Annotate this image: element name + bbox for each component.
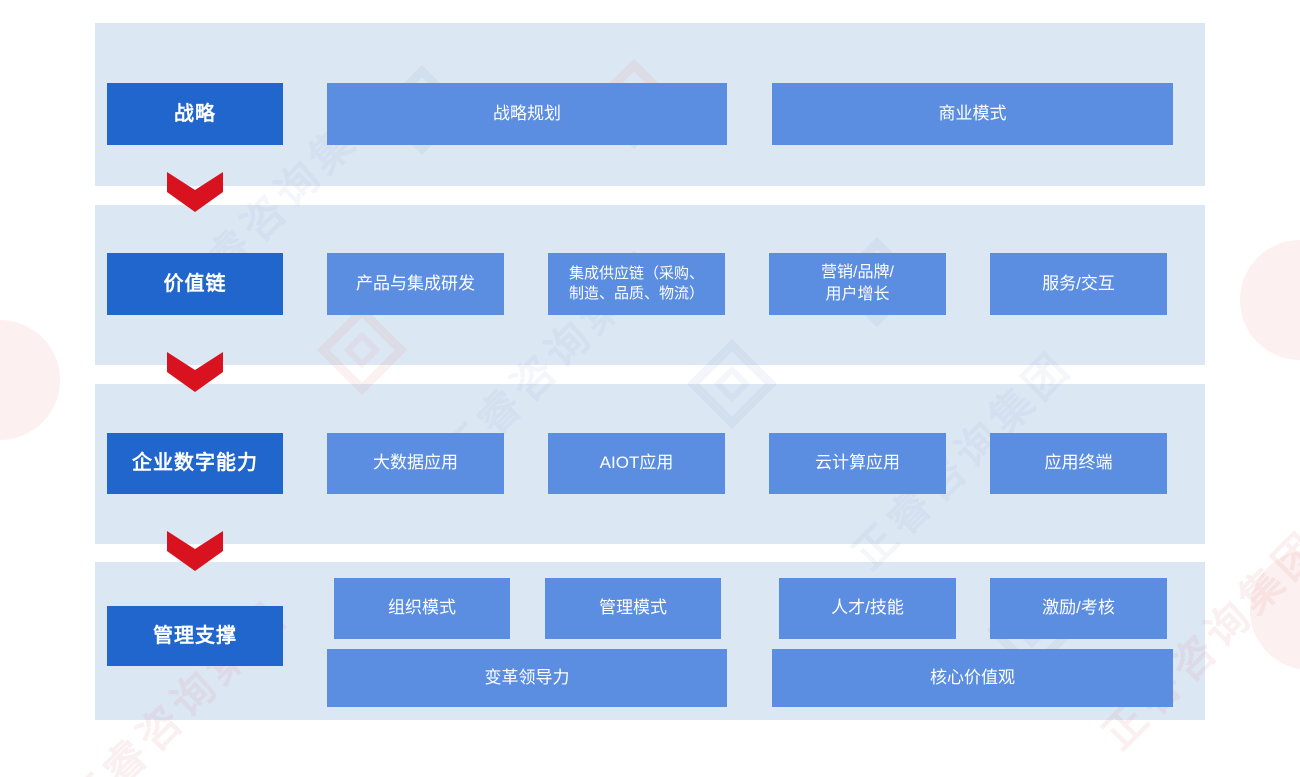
item-core-values: 核心价值观 (772, 649, 1173, 707)
watermark-blob (1240, 240, 1300, 360)
item-application-terminal: 应用终端 (990, 433, 1167, 494)
row-label-strategy: 战略 (107, 83, 283, 145)
item-talent-skills: 人才/技能 (779, 578, 956, 639)
item-integrated-supply-chain: 集成供应链（采购、 制造、品质、物流） (548, 253, 725, 315)
item-service-interaction: 服务/交互 (990, 253, 1167, 315)
item-marketing-brand-growth: 营销/品牌/ 用户增长 (769, 253, 946, 315)
watermark-blob (1250, 550, 1300, 670)
row-label-value-chain: 价值链 (107, 253, 283, 315)
item-big-data: 大数据应用 (327, 433, 504, 494)
down-chevron-icon (167, 172, 223, 212)
item-incentive-assessment: 激励/考核 (990, 578, 1167, 639)
watermark-blob (0, 320, 60, 440)
item-organization-model: 组织模式 (334, 578, 510, 639)
item-cloud-computing: 云计算应用 (769, 433, 946, 494)
item-management-model: 管理模式 (545, 578, 721, 639)
row-label-management-support: 管理支撑 (107, 606, 283, 666)
item-business-model: 商业模式 (772, 83, 1173, 145)
item-change-leadership: 变革领导力 (327, 649, 727, 707)
down-chevron-icon (167, 531, 223, 571)
item-aiot: AIOT应用 (548, 433, 725, 494)
item-product-rnd: 产品与集成研发 (327, 253, 504, 315)
row-label-digital-capability: 企业数字能力 (107, 433, 283, 494)
item-strategic-planning: 战略规划 (327, 83, 727, 145)
down-chevron-icon (167, 352, 223, 392)
